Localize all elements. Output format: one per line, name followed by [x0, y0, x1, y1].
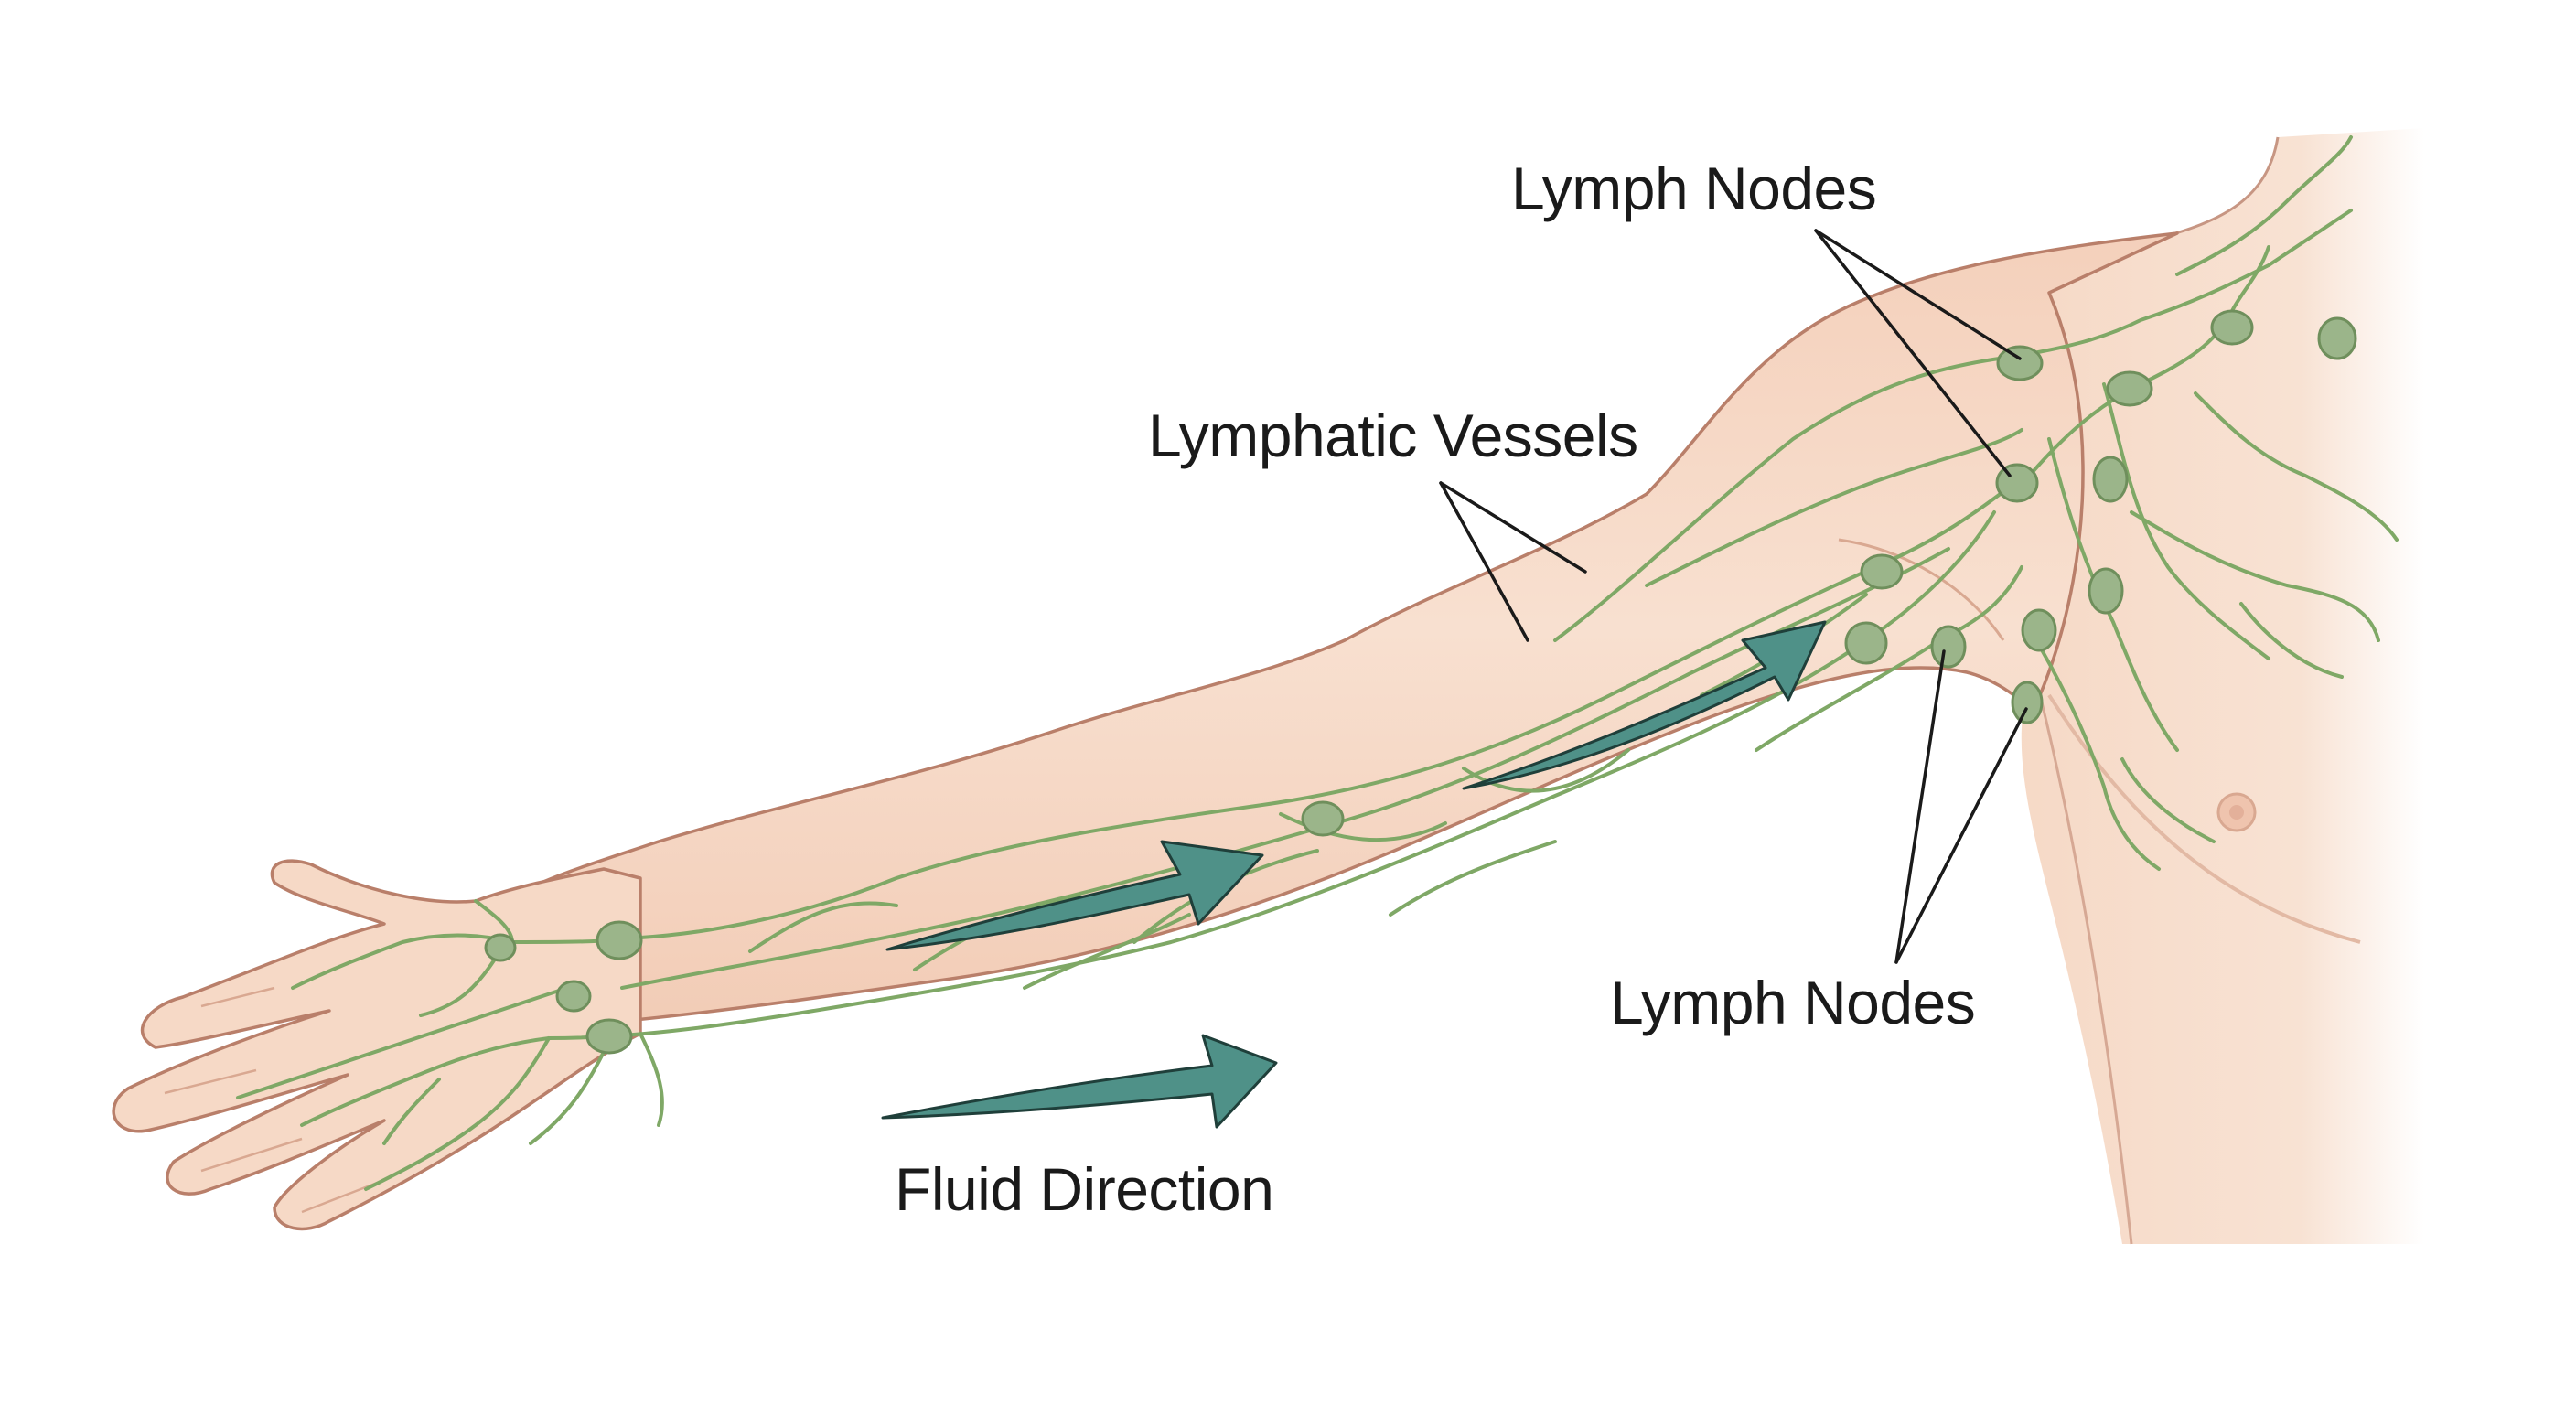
node [1860, 553, 1904, 590]
node [1844, 621, 1888, 665]
lymph-node-markers [484, 309, 2357, 1055]
node [2106, 370, 2153, 407]
node [555, 980, 592, 1013]
lymphatic-vessels-label: Lymphatic Vessels [1148, 402, 1638, 469]
pointer-lines [1439, 229, 2028, 964]
node [1930, 625, 1967, 669]
node [484, 933, 517, 962]
node [1995, 463, 2039, 503]
node [2210, 309, 2254, 346]
arrow-icon [1462, 620, 1827, 790]
node [596, 920, 643, 960]
lymph-nodes-label-top: Lymph Nodes [1511, 155, 1877, 222]
hand [112, 859, 642, 1231]
node [2092, 456, 2129, 503]
node [2317, 316, 2357, 360]
node [2088, 567, 2124, 615]
flow-arrows [881, 620, 1827, 1129]
node [2011, 681, 2044, 724]
node [585, 1018, 633, 1055]
fluid-direction-label: Fluid Direction [895, 1155, 1274, 1223]
lymph-nodes-label-bottom: Lymph Nodes [1610, 969, 1976, 1036]
arrow-icon [881, 1034, 1278, 1129]
torso [2012, 128, 2424, 1244]
node [1996, 345, 2044, 381]
arm [520, 231, 2179, 1026]
node [2021, 608, 2057, 652]
node [1301, 800, 1345, 837]
arrow-icon [886, 840, 1264, 951]
